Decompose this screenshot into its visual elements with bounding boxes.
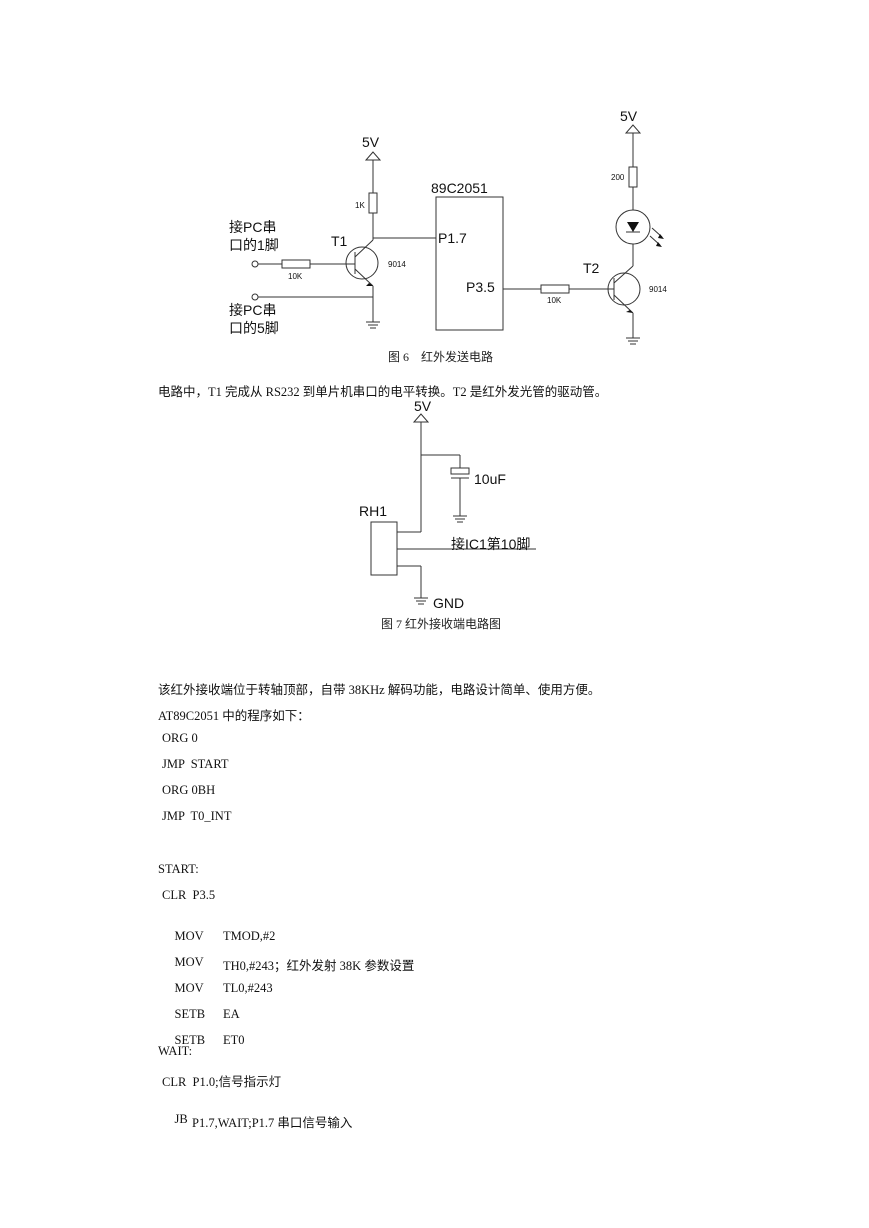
fig7-pin-label: 接IC1第10脚: [451, 536, 530, 552]
code-line: MOV TH0,#243；红外发射 38K 参数设置: [162, 940, 562, 985]
r-1k-label: 1K: [355, 201, 365, 210]
fig7-rh1-label: RH1: [359, 503, 387, 519]
code-line: JMP T0_INT: [162, 809, 232, 823]
code-line: CLR P3.5: [162, 888, 216, 902]
r-10k-right-label: 10K: [547, 296, 562, 305]
pc-pin1-label-line1: 接PC串: [229, 219, 276, 235]
code-op: SETB: [174, 1007, 206, 1021]
pc-pin5-label-line1: 接PC串: [229, 302, 276, 318]
code-label: WAIT:: [158, 1044, 193, 1058]
code-arg: ET0: [223, 1033, 245, 1047]
fig7-v5-label: 5V: [414, 398, 432, 414]
r-10k-left-label: 10K: [288, 272, 303, 281]
fig7-gnd-label: GND: [433, 595, 464, 611]
code-op: MOV: [174, 981, 204, 995]
pc-pin5-label-line2: 口的5脚: [229, 320, 279, 336]
code-line: MOV TMOD,#2: [162, 914, 562, 959]
code-line: SETB EA: [162, 992, 562, 1037]
figure-7-circuit: 5V 10uF RH1 接IC1第10脚 GND: [359, 398, 536, 611]
figure-6-caption: 图 6 红外发送电路: [388, 350, 494, 364]
code-arg: TH0,#243；红外发射 38K 参数设置: [223, 959, 415, 973]
p17-label: P1.7: [438, 230, 467, 246]
code-line: MOV TL0,#243: [162, 966, 562, 1011]
code-line: ORG 0BH: [162, 783, 216, 797]
t2-model-label: 9014: [649, 285, 667, 294]
code-op: MOV: [174, 955, 204, 969]
paragraph-receiver: 该红外接收端位于转轴顶部，自带 38KHz 解码功能，电路设计简单、使用方便。: [158, 683, 601, 697]
code-line: CLR P1.0;信号指示灯: [162, 1075, 282, 1089]
chip-label: 89C2051: [431, 180, 488, 196]
figure-7-caption: 图 7 红外接收端电路图: [381, 617, 502, 631]
code-op: JB: [174, 1112, 188, 1126]
t1-label: T1: [331, 233, 348, 249]
paragraph-program-intro: AT89C2051 中的程序如下：: [158, 709, 310, 723]
p35-label: P3.5: [466, 279, 495, 295]
pc-pin1-label-line2: 口的1脚: [229, 237, 279, 253]
code-arg: TMOD,#2: [223, 929, 276, 943]
code-line: JMP START: [162, 757, 229, 771]
r-200-label: 200: [611, 173, 625, 182]
t1-model-label: 9014: [388, 260, 406, 269]
code-op: SETB: [174, 1033, 206, 1047]
fig7-cap-label: 10uF: [474, 471, 506, 487]
code-line: ORG 0: [162, 731, 198, 745]
code-arg: EA: [223, 1007, 240, 1021]
code-line: SETB ET0: [162, 1018, 562, 1063]
v5-right-label: 5V: [620, 108, 638, 124]
code-line: JB P1.7,WAIT;P1.7 串口信号输入: [162, 1097, 562, 1142]
figure-6-circuit: 5V 5V 1K 89C2051 P1.7 P3.5 T1 T2 9014 90…: [229, 108, 667, 345]
code-label: START:: [158, 862, 199, 876]
code-arg: TL0,#243: [223, 981, 273, 995]
code-arg: P1.7,WAIT;P1.7 串口信号输入: [192, 1116, 353, 1130]
t2-label: T2: [583, 260, 600, 276]
v5-left-label: 5V: [362, 134, 380, 150]
code-op: MOV: [174, 929, 204, 943]
paragraph-t1-t2: 电路中，T1 完成从 RS232 到单片机串口的电平转换。T2 是红外发光管的驱…: [158, 385, 608, 399]
